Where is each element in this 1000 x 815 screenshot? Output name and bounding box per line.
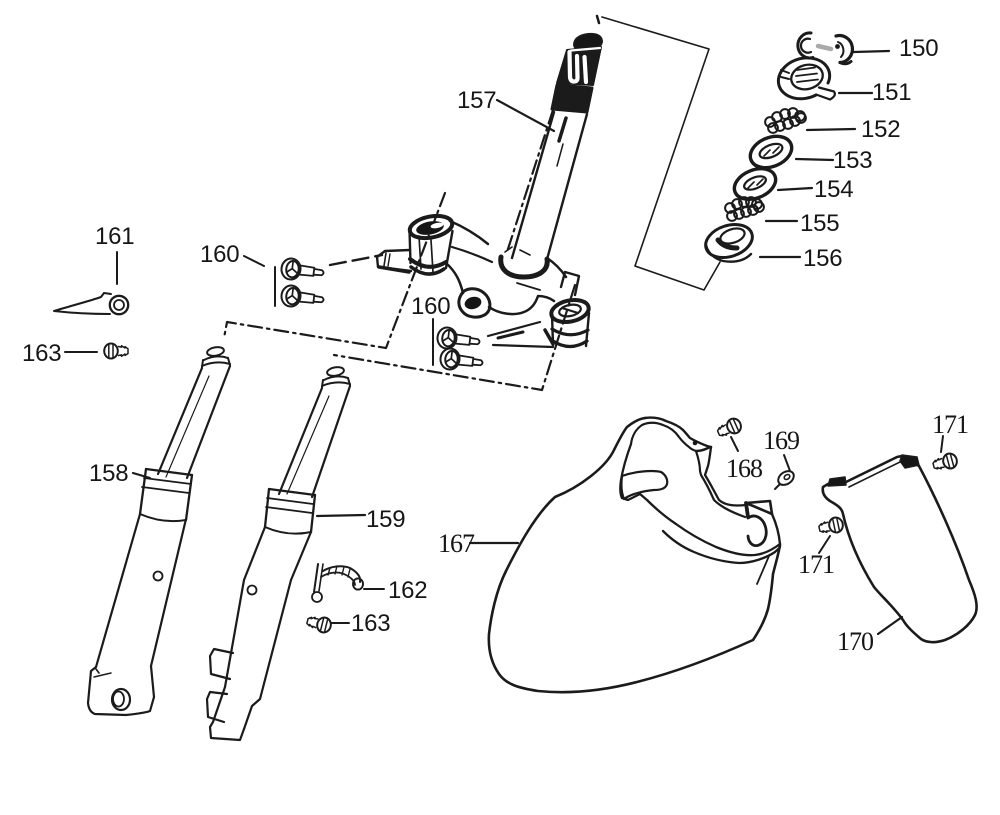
- svg-text:163: 163: [351, 610, 390, 637]
- svg-text:162: 162: [388, 577, 427, 604]
- svg-text:157: 157: [457, 87, 496, 114]
- svg-text:171: 171: [798, 550, 834, 579]
- svg-text:160: 160: [200, 241, 239, 268]
- svg-text:151: 151: [872, 79, 911, 106]
- svg-text:159: 159: [366, 506, 405, 533]
- svg-text:156: 156: [803, 245, 842, 272]
- svg-text:167: 167: [438, 529, 475, 558]
- svg-text:158: 158: [89, 460, 128, 487]
- svg-text:170: 170: [837, 627, 874, 656]
- svg-text:160: 160: [411, 293, 450, 320]
- svg-text:150: 150: [899, 35, 938, 62]
- svg-text:153: 153: [833, 147, 872, 174]
- svg-text:155: 155: [800, 210, 839, 237]
- svg-text:169: 169: [763, 426, 799, 455]
- svg-text:163: 163: [22, 340, 61, 367]
- svg-text:161: 161: [95, 223, 134, 250]
- svg-text:168: 168: [726, 454, 763, 483]
- svg-text:154: 154: [814, 176, 853, 203]
- svg-text:152: 152: [861, 116, 900, 143]
- svg-text:171: 171: [932, 410, 968, 439]
